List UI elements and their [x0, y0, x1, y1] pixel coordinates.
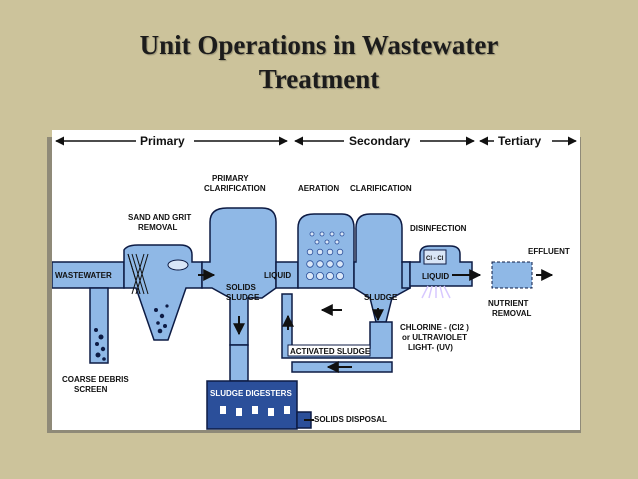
stage-header: Primary Secondary Tertiary — [55, 134, 577, 148]
label-disinfection: DISINFECTION — [410, 224, 467, 233]
label-wastewater: WASTEWATER — [55, 271, 112, 280]
label-sand-grit-2: REMOVAL — [138, 223, 178, 232]
label-aeration: AERATION — [298, 184, 339, 193]
label-chlorine-3: LIGHT- (UV) — [408, 343, 453, 352]
bar-screen — [127, 253, 149, 295]
label-primary-clarification-1: PRIMARY — [212, 174, 249, 183]
label-sludge: SLUDGE — [364, 293, 398, 302]
treatment-diagram-svg: Primary Secondary Tertiary — [52, 134, 577, 430]
aeration-bubbles — [305, 231, 345, 280]
digester-tanks-icon — [220, 406, 290, 416]
coarse-debris-particles — [94, 328, 106, 361]
label-chlorine-1: CHLORINE - (Cl2 ) — [400, 323, 469, 332]
label-solids-sludge-2: SLUDGE — [226, 293, 260, 302]
chlorine-tank-label: Cl - Cl — [426, 256, 444, 262]
grit-particles — [154, 304, 169, 334]
label-liquid-primary: LIQUID — [264, 271, 291, 280]
slide-title: Unit Operations in Wastewater Treatment — [0, 28, 638, 96]
label-sludge-digesters: SLUDGE DIGESTERS — [210, 389, 292, 398]
label-activated-sludge: ACTIVATED SLUDGE — [290, 347, 371, 356]
label-solids-disposal: SOLIDS DISPOSAL — [314, 415, 387, 424]
diagram-labels: PRIMARY CLARIFICATION AERATION CLARIFICA… — [55, 174, 570, 424]
label-nutrient-removal-1: NUTRIENT — [488, 299, 529, 308]
label-coarse-debris-2: SCREEN — [74, 385, 108, 394]
uv-rays-icon — [421, 285, 451, 299]
label-effluent: EFFLUENT — [528, 247, 570, 256]
label-chlorine-2: or ULTRAVIOLET — [402, 333, 467, 342]
stage-secondary-label: Secondary — [349, 134, 411, 148]
stage-tertiary-label: Tertiary — [498, 134, 541, 148]
chlorine-tank-icon — [423, 249, 447, 265]
slide-title-line-1: Unit Operations in Wastewater — [139, 30, 499, 60]
slide-title-line-2: Treatment — [258, 64, 380, 94]
label-solids-sludge-1: SOLIDS — [226, 283, 256, 292]
treatment-diagram: Primary Secondary Tertiary — [52, 130, 580, 430]
grit-swirl-icon — [167, 259, 189, 271]
stage-primary-label: Primary — [140, 134, 185, 148]
flow-arrows — [198, 269, 554, 421]
nutrient-removal-box — [491, 261, 533, 289]
label-clarification: CLARIFICATION — [350, 184, 412, 193]
label-sand-grit-1: SAND AND GRIT — [128, 213, 191, 222]
label-liquid-disinfection: LIQUID — [422, 272, 449, 281]
activated-sludge-tag — [287, 344, 371, 357]
label-nutrient-removal-2: REMOVAL — [492, 309, 532, 318]
label-primary-clarification-2: CLARIFICATION — [204, 184, 266, 193]
label-coarse-debris-1: COARSE DEBRIS — [62, 375, 129, 384]
